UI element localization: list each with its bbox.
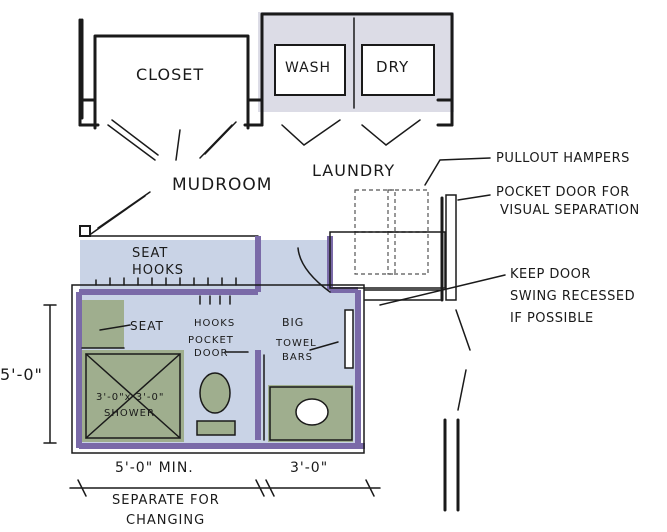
toilet-tank [196,420,236,436]
dryer [361,44,435,96]
dim-horizontal [69,479,381,497]
label-big: BIG [282,316,304,329]
label-wash: WASH [285,60,331,76]
closet-bifold-door-right [175,121,237,161]
leader-hampers [424,157,491,186]
toilet-bowl [199,372,231,414]
label-seat-hooks-1: SEAT [132,246,168,261]
bath-door-swing [297,247,331,293]
annotation-keep-door-2: SWING RECESSED [510,289,635,304]
hamper-cabinet [329,231,446,289]
sink [295,398,329,426]
seat-hooks-row [95,277,237,286]
dimension-separate-1: SEPARATE FOR [112,493,220,508]
shower-outline [85,353,181,439]
dimension-separate-2: CHANGING [126,513,205,528]
label-mudroom: MUDROOM [172,175,272,195]
annotation-keep-door-3: IF POSSIBLE [510,311,594,326]
closet-walls [80,18,250,130]
label-hooks: HOOKS [194,318,235,329]
laundry-walls [260,12,454,127]
dimension-width-min: 5'-0" MIN. [115,460,194,476]
leader-seat [99,324,131,331]
leader-towel [309,341,339,351]
dim-vertical [43,304,57,444]
label-shower-2: SHOWER [104,408,155,419]
laundry-door-2 [361,119,421,146]
mudroom-post [79,225,91,237]
label-seat-hooks-2: HOOKS [132,263,184,278]
hamper-4 [387,231,429,275]
washer [274,44,346,96]
annotation-keep-door-1: KEEP DOOR [510,267,591,282]
leader-keep-door [379,274,506,306]
hamper-1 [354,189,396,233]
label-towel-bars-2: BARS [282,352,313,363]
label-seat: SEAT [130,319,164,333]
right-lower-wall [443,418,460,512]
closet-right-jamb [243,98,264,127]
bathroom-outline [71,284,365,454]
leader-pocket-door [457,194,491,201]
vanity-counter [269,386,353,441]
closet-bifold-door-left [107,119,159,161]
annotation-pocket-door-1: POCKET DOOR FOR [496,185,630,200]
label-pocket-door-2: DOOR [194,348,228,359]
laundry-jambs [436,98,454,127]
seat-fill [82,300,124,348]
mudroom-left-wall-2 [97,191,151,229]
closet-left-jamb [78,98,100,127]
hamper-3 [354,231,396,275]
label-towel-bars-1: TOWEL [275,338,317,349]
laundry-door-1 [281,119,341,146]
dimension-width-right: 3'-0" [290,460,328,476]
label-laundry: LAUNDRY [312,161,395,180]
label-dry: DRY [376,58,409,76]
towel-bar [344,309,354,369]
annotation-pocket-door-2: VISUAL SEPARATION [500,203,640,218]
right-door-swing [455,309,471,411]
shower-x [85,353,181,439]
hall-wall [364,289,441,301]
pocket-door-visual [445,194,457,301]
label-closet: CLOSET [136,65,204,84]
label-pocket-door-1: POCKET [188,335,234,346]
bath-hooks [199,295,231,305]
hamper-2 [387,189,429,233]
label-shower-1: 3'-0"x 3'-0" [96,392,164,403]
dimension-height: 5'-0" [0,365,43,384]
annotation-pullout-hampers: PULLOUT HAMPERS [496,151,630,166]
